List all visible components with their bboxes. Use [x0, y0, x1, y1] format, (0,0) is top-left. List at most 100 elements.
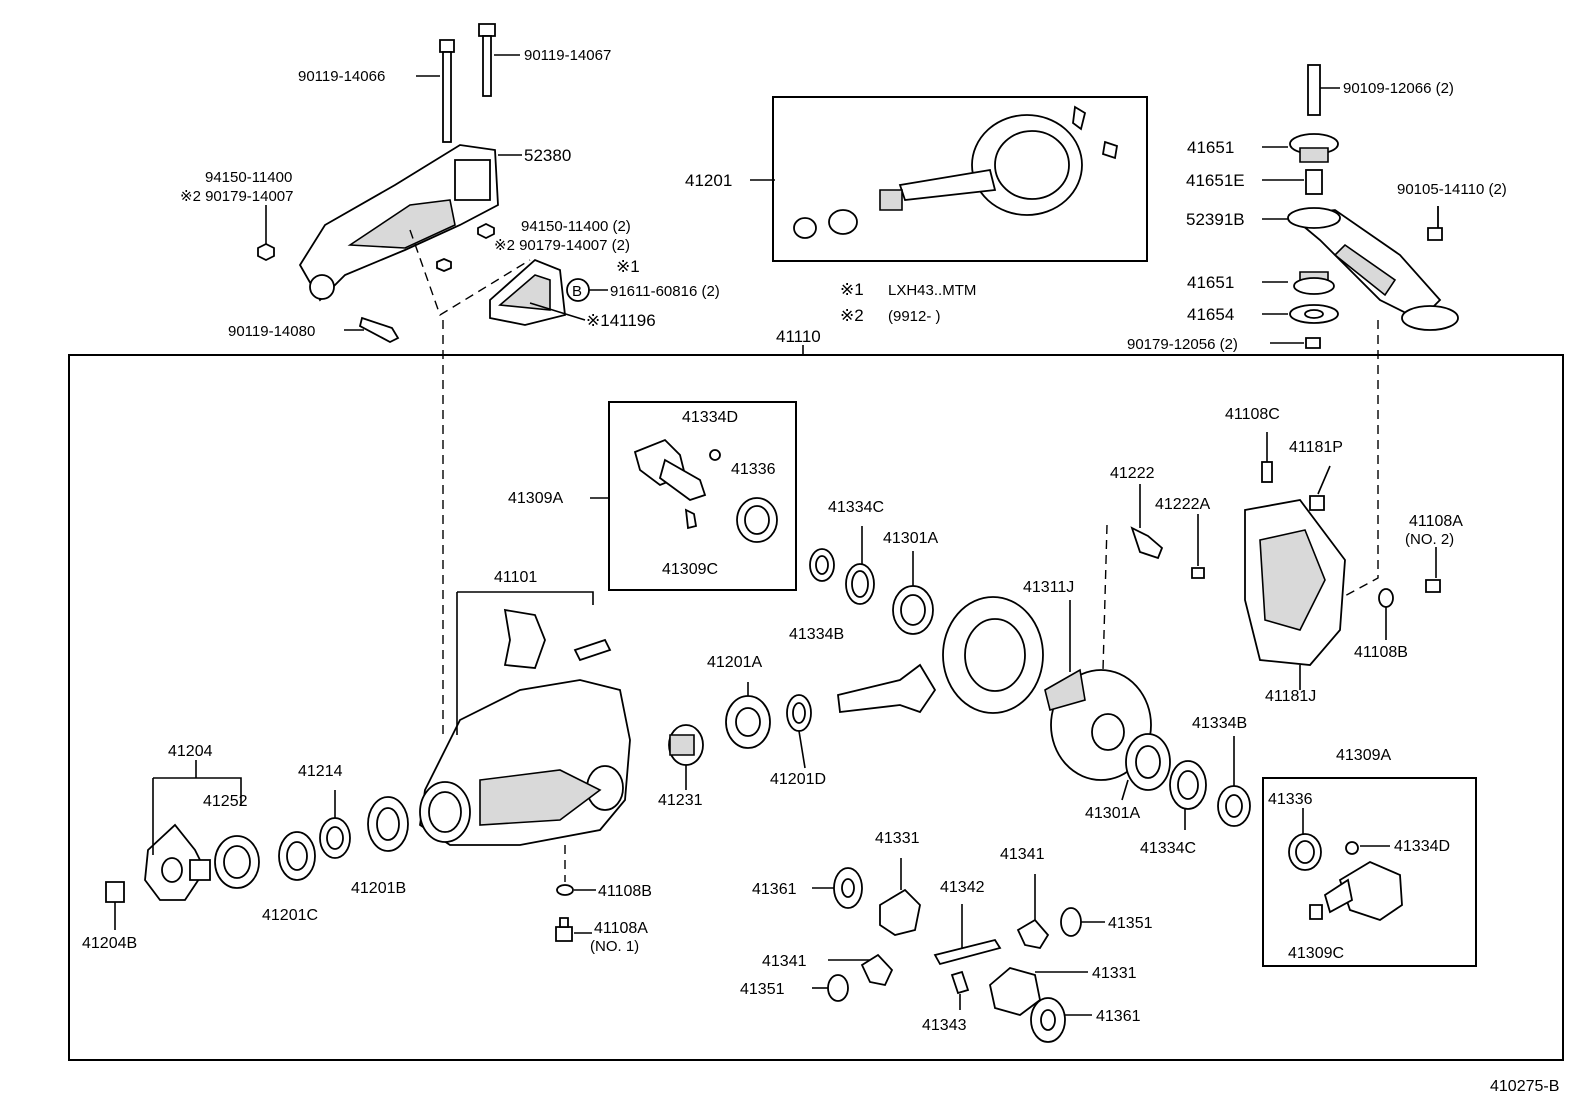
- diagram-id: 410275-B: [1490, 1078, 1559, 1095]
- label-41341-lower: 41341: [762, 953, 807, 970]
- mount-bracket-52380: [298, 144, 522, 302]
- legend-note1-mark: ※1: [840, 280, 864, 299]
- label-41108c: 41108C: [1225, 406, 1280, 423]
- pinion-gear-41341-upper: [1016, 874, 1050, 950]
- drive-pinion: [837, 663, 937, 714]
- label-41342: 41342: [940, 879, 985, 896]
- label-52380: 52380: [524, 146, 571, 165]
- label-41108a-no2: 41108A: [1409, 513, 1463, 530]
- label-41108a-no1-note: (NO. 1): [590, 938, 639, 955]
- label-41334d-top: 41334D: [682, 409, 738, 426]
- long-bolt-90119-14066: [416, 39, 455, 143]
- pinion-gear-kit: [750, 105, 1119, 239]
- label-41334b-top: 41334B: [789, 626, 844, 643]
- bearing-41201b: [367, 796, 409, 852]
- label-90119-14067: 90119-14067: [524, 47, 611, 64]
- thrust-washer-41351-upper: [1060, 907, 1105, 937]
- pin-41343: [950, 970, 970, 1010]
- label-90109-12066: 90109-12066 (2): [1343, 80, 1454, 97]
- label-41336-bottom: 41336: [1268, 791, 1313, 808]
- label-41311j: 41311J: [1023, 579, 1074, 596]
- washer-41654: [1262, 304, 1339, 324]
- label-41252: 41252: [203, 793, 248, 810]
- assembly-frame-41110: [68, 354, 1564, 1061]
- label-41204b: 41204B: [82, 935, 137, 952]
- carrier-cover-41181j: [1244, 499, 1346, 690]
- label-41214: 41214: [298, 763, 343, 780]
- nut-90179-12056: [1270, 337, 1321, 349]
- bracket-141196: [489, 258, 586, 326]
- label-141196: ※141196: [586, 311, 656, 330]
- label-91611-60816: 91611-60816 (2): [610, 283, 720, 300]
- label-41201a: 41201A: [707, 654, 762, 671]
- nut-94150-11400: [257, 205, 275, 262]
- label-90179-14007: ※2 90179-14007: [180, 188, 294, 205]
- bearing-41301a-right: [1121, 733, 1171, 801]
- breather-41108c: [1261, 432, 1273, 483]
- callout-b-letter: B: [572, 283, 582, 300]
- label-90105-14110: 90105-14110 (2): [1397, 181, 1507, 198]
- label-41351-lower: 41351: [740, 981, 785, 998]
- label-90119-14066: 90119-14066: [298, 68, 385, 85]
- nut-41204b: [105, 881, 125, 930]
- label-41343: 41343: [922, 1017, 967, 1034]
- collar-41651e: [1262, 169, 1323, 195]
- label-41222a: 41222A: [1155, 496, 1210, 513]
- label-41651-upper: 41651: [1187, 138, 1234, 157]
- side-gear-41331-left: [879, 858, 921, 936]
- label-41334c-top: 41334C: [828, 499, 884, 516]
- label-41201c: 41201C: [262, 907, 318, 924]
- label-41309c-bottom: 41309C: [1288, 945, 1344, 962]
- label-41201d: 41201D: [770, 771, 826, 788]
- label-41361-right: 41361: [1096, 1008, 1141, 1025]
- pinion-gear-41341-lower: [828, 953, 894, 987]
- bolt-90105-14110: [1427, 206, 1443, 241]
- label-41651-lower: 41651: [1187, 273, 1234, 292]
- plug-41108a-no1: [555, 917, 592, 942]
- label-41222: 41222: [1110, 465, 1155, 482]
- label-41101: 41101: [494, 569, 537, 586]
- stud-bolt-90109-12066: [1307, 64, 1340, 116]
- bearing-41334c: [845, 526, 875, 605]
- label-41201: 41201: [685, 171, 732, 190]
- label-41654: 41654: [1187, 305, 1234, 324]
- label-41334c-bottom: 41334C: [1140, 840, 1196, 857]
- label-41336-top: 41336: [731, 461, 776, 478]
- label-90179-14007-2: ※2 90179-14007 (2): [494, 237, 630, 254]
- label-41334b-bottom: 41334B: [1192, 715, 1247, 732]
- label-41110: 41110: [776, 327, 821, 346]
- legend-note2-mark: ※2: [840, 306, 864, 325]
- flange-kit-top-parts: [590, 438, 778, 543]
- label-41204: 41204: [168, 743, 213, 760]
- companion-flange-41204: [144, 760, 242, 901]
- oil-seal-41252: [214, 835, 260, 889]
- legend-note1-text: LXH43..MTM: [888, 282, 976, 299]
- thrust-washer-41361-right: [1030, 997, 1092, 1043]
- label-41361-left: 41361: [752, 881, 797, 898]
- nut-41108b-carrier: [556, 845, 596, 896]
- bolt-41222a: [1191, 514, 1205, 579]
- differential-case-41311j: [1044, 524, 1152, 781]
- thrust-washer-41351-lower: [812, 974, 849, 1002]
- label-41334d-bottom: 41334D: [1394, 838, 1450, 855]
- label-41108b-right: 41108B: [1354, 644, 1408, 661]
- carrier-housing-41110: [419, 679, 631, 846]
- slinger-41201c: [278, 831, 316, 881]
- label-41309a-top: 41309A: [508, 490, 563, 507]
- bearing-cap-41101: [456, 591, 612, 735]
- plug-41108a-no2: [1425, 547, 1441, 593]
- bearing-cup-41334b: [809, 548, 835, 582]
- cushion-41651-upper: [1262, 133, 1339, 163]
- spacer-41231: [668, 724, 704, 790]
- bearing-cup-41334c-right: [1169, 760, 1207, 830]
- label-41108a-no1: 41108A: [594, 920, 648, 937]
- ring-gear-41311j: [942, 596, 1044, 714]
- plug-41181p: [1309, 465, 1331, 511]
- label-41309a-bottom: 41309A: [1336, 747, 1391, 764]
- spacer-41214: [319, 790, 351, 859]
- label-41331-upper: 41331: [875, 830, 920, 847]
- label-41231: 41231: [658, 792, 703, 809]
- flange-kit-frame-bottom: [1262, 777, 1477, 967]
- flange-kit-frame-top: [608, 401, 797, 591]
